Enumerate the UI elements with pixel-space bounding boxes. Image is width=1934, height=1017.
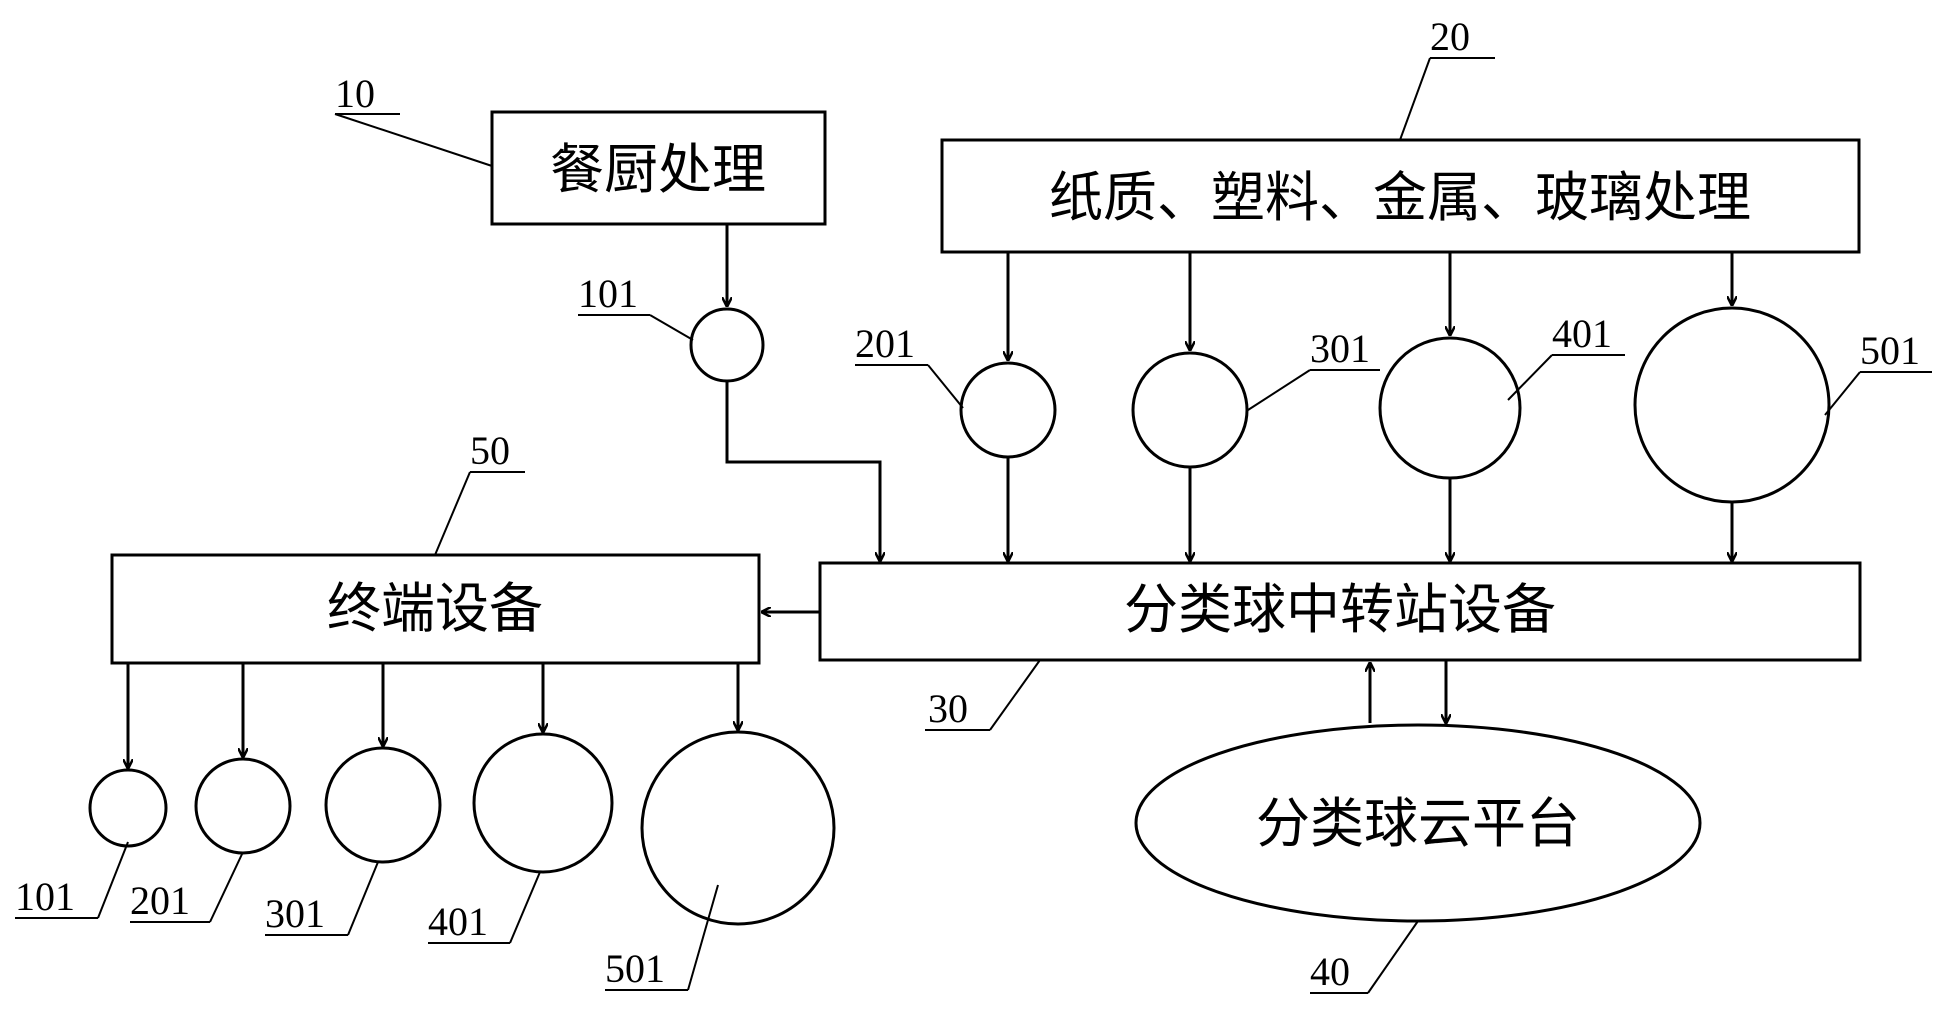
- ref-501-top-leader: [1824, 371, 1861, 416]
- recyclables-processing-box: [940, 138, 1861, 254]
- ref-101-bottom: 101: [15, 874, 75, 919]
- ref-101-top-leader: [649, 314, 694, 341]
- ref-201-bottom-leader: [209, 851, 244, 923]
- ball-401-bottom: [472, 732, 614, 874]
- ball-501-bottom: [640, 730, 836, 926]
- ball-101-top: [689, 307, 765, 383]
- ref-201-top: 201: [855, 321, 915, 366]
- ball-501-top: [1633, 306, 1831, 504]
- ball-301-bottom: [324, 746, 442, 864]
- cloud-platform-label: 分类球云平台: [1256, 792, 1580, 855]
- ref-501-bottom: 501: [605, 946, 665, 991]
- ball-101-bottom: [88, 768, 168, 848]
- ref-301-bottom: 301: [265, 891, 325, 936]
- ref-20: 20: [1430, 14, 1470, 59]
- ref-30-leader: [989, 659, 1041, 731]
- kitchen-processing-label: 餐厨处理: [550, 138, 766, 201]
- arrow-ball-101-to-transfer: [725, 381, 880, 561]
- ref-40-leader: [1367, 920, 1419, 994]
- ref-201-bottom: 201: [130, 878, 190, 923]
- ref-101-top: 101: [578, 271, 638, 316]
- ball-301-top: [1131, 351, 1249, 469]
- ball-401-top: [1378, 336, 1522, 480]
- ref-30: 30: [928, 686, 968, 731]
- recyclables-processing-label: 纸质、塑料、金属、玻璃处理: [1049, 166, 1751, 229]
- ref-501-top: 501: [1860, 328, 1920, 373]
- ref-101-bottom-leader: [97, 841, 129, 919]
- ref-50: 50: [470, 428, 510, 473]
- terminal-device-box: [110, 553, 761, 665]
- kitchen-processing-box: [490, 110, 827, 226]
- ref-301-top-leader: [1247, 369, 1311, 411]
- ref-10-leader: [334, 113, 493, 167]
- ref-40: 40: [1310, 949, 1350, 994]
- ref-201-top-leader: [927, 364, 964, 409]
- ref-301-bottom-leader: [347, 861, 379, 936]
- ref-401-bottom: 401: [428, 899, 488, 944]
- ball-201-bottom: [194, 757, 292, 855]
- ref-501-bottom-leader: [687, 884, 719, 991]
- ref-10: 10: [335, 71, 375, 116]
- ref-20-leader: [1399, 57, 1431, 141]
- ref-401-bottom-leader: [509, 871, 541, 944]
- ball-201-top: [959, 361, 1057, 459]
- ref-50-leader: [434, 471, 471, 556]
- ref-401-top: 401: [1552, 311, 1612, 356]
- ref-401-top-leader: [1507, 354, 1553, 401]
- terminal-device-label: 终端设备: [327, 577, 543, 640]
- ref-301-top: 301: [1310, 326, 1370, 371]
- transfer-station-label: 分类球中转站设备: [1124, 578, 1556, 641]
